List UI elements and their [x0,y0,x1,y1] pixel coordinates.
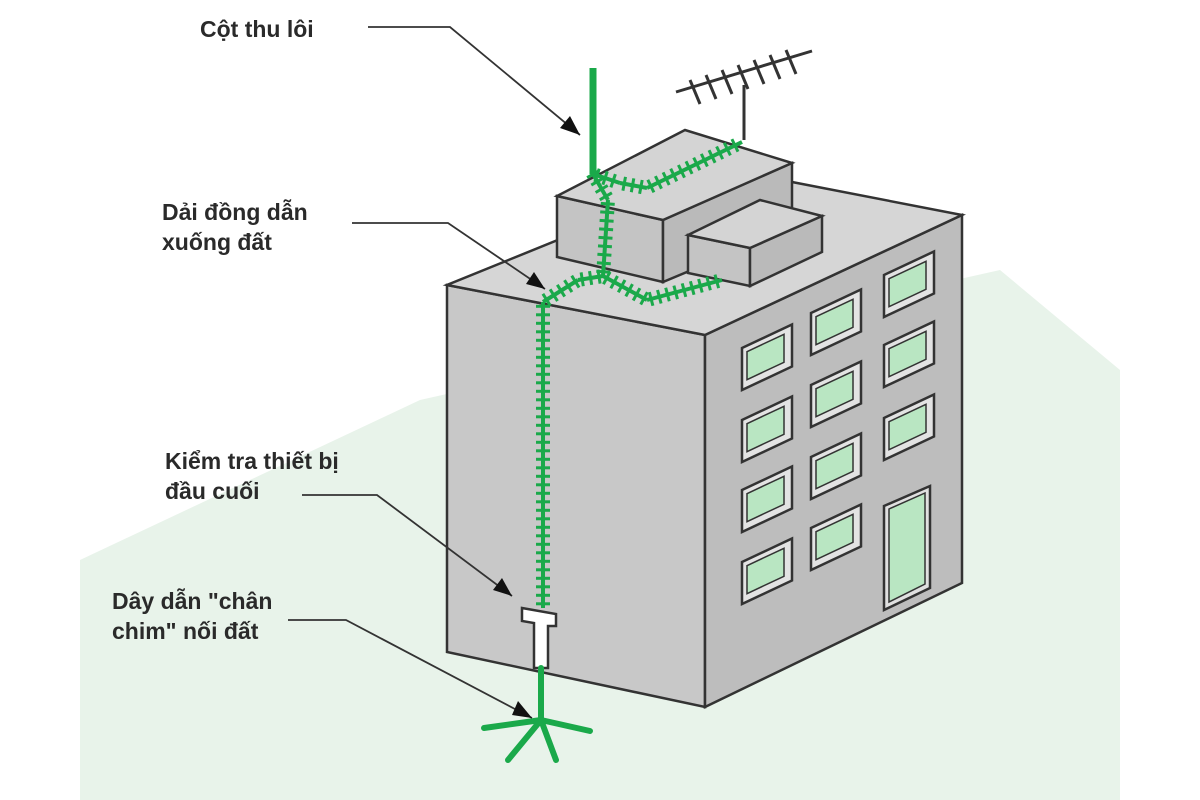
label-earth-rod: Dây dẫn "chân chim" nối đất [112,588,273,644]
leader-lines [288,26,581,719]
label-down-conductor: Dải đồng dẫn xuống đất [162,199,308,255]
label-air-terminal: Cột thu lôi [200,16,314,42]
copper-down-conductor [536,138,743,608]
earth-crow-foot [481,665,593,763]
label-test-clamp: Kiểm tra thiết bị đầu cuối [165,448,339,504]
tv-antenna [675,49,813,140]
window-grid [740,249,936,606]
leader-arrowheads [493,116,580,718]
door [882,484,932,612]
building-front-wall [445,283,707,709]
rooftop-structure-small [684,198,826,288]
test-clamp [520,606,558,670]
